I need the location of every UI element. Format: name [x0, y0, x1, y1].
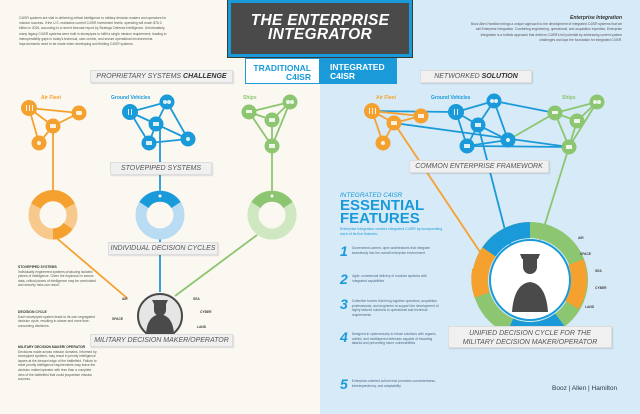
title-line-1: THE ENTERPRISE [250, 12, 390, 29]
common-framework-label: COMMON ENTERPRISE FRAMEWORK [409, 160, 549, 173]
left-nodes [21, 94, 298, 154]
feature-text: Enterprise-oriented culture that promote… [351, 379, 436, 388]
essential-features: INTEGRATED C4ISR ESSENTIAL FEATURES Ente… [340, 192, 450, 237]
unified-cycle [471, 222, 588, 339]
stovepiped-systems-label: STOVEPIPED SYSTEMS [110, 162, 212, 175]
label-light: NETWORKED [434, 73, 482, 80]
note-title: DECISION CYCLE [18, 310, 47, 314]
group-label-air-fleet-right: Air Fleet [376, 95, 397, 101]
domain-air-right: AIR [578, 236, 584, 240]
group-label-ships-right: Ships [562, 95, 576, 101]
traditional-c4isr-tag: TRADITIONAL C4ISR [245, 58, 320, 84]
networked-solution-label: NETWORKED SOLUTION [420, 70, 532, 83]
unified-label-line-2: MILITARY DECISION MAKER/OPERATOR [462, 339, 598, 346]
feature-number: 5 [340, 376, 348, 392]
group-label-ground-vehicles-right: Ground Vehicles [431, 95, 471, 101]
domain-land: LAND [197, 325, 207, 329]
domain-cyber: CYBER [200, 310, 212, 314]
individual-decision-cycles-label: INDIVIDUAL DECISION CYCLES [108, 242, 218, 255]
ef-subtitle: INTEGRATED C4ISR [340, 192, 403, 199]
note-body: Individually engineered systems producin… [18, 269, 96, 288]
group-label-ships: Ships [243, 95, 257, 101]
integrated-c4isr-tag: INTEGRATED C4ISR [320, 58, 397, 84]
right-nodes [364, 93, 605, 155]
booz-allen-hamilton-logo: Booz | Allen | Hamilton [552, 385, 618, 392]
tag-text: C4ISR [330, 70, 356, 81]
feature-text: Collective forums that bring together op… [351, 299, 439, 317]
feature-text: Government-owned, open architectures tha… [351, 246, 430, 255]
domain-air: AIR [122, 297, 128, 301]
feature-number: 2 [340, 271, 348, 287]
intro-text-right: Enterprise Integration Booz Allen Hamilt… [470, 15, 622, 43]
enterprise-integration-body: Booz Allen Hamilton brings a unique appr… [470, 22, 622, 42]
group-label-air-fleet: Air Fleet [41, 95, 62, 101]
note-title: STOVEPIPED SYSTEMS [18, 265, 57, 269]
feature-text: Agile, commercial delivery of modular sy… [352, 274, 427, 283]
tag-text: INTEGRATED [330, 62, 385, 72]
intro-text-left: C4ISR systems are vital in delivering cr… [19, 16, 167, 47]
tag-text: TRADITIONAL [253, 63, 311, 73]
domain-space-right: SPACE [580, 252, 592, 256]
domain-land-right: LAND [585, 305, 595, 309]
enterprise-integration-heading: Enterprise Integration [570, 15, 622, 21]
page-title: THE ENTERPRISE INTEGRATOR [227, 0, 413, 58]
unified-label-line-1: UNIFIED DECISION CYCLE FOR THE [469, 330, 591, 337]
domain-sea-right: SEA [595, 269, 602, 273]
label-bold: CHALLENGE [183, 73, 227, 80]
title-line-2: INTEGRATOR [267, 26, 373, 43]
note-title: MILITARY DECISION MAKER/ OPERATOR [18, 345, 86, 349]
operator-left [137, 293, 183, 339]
domain-cyber-right: CYBER [595, 286, 607, 290]
note-body: Each stovepiped system leads to its own … [18, 314, 95, 328]
feature-2: 2 Agile, commercial delivery of modular s… [340, 271, 440, 287]
ef-lead: Enterprise Integration creates integrate… [340, 227, 443, 236]
proprietary-challenge-label: PROPRIETARY SYSTEMS CHALLENGE [90, 70, 233, 83]
ef-title-2: FEATURES [340, 210, 420, 227]
tag-text: C4ISR [285, 71, 311, 82]
ef-title-1: ESSENTIAL [340, 197, 425, 214]
label-bold: SOLUTION [481, 73, 518, 80]
unified-cycle-label: UNIFIED DECISION CYCLE FOR THE MILITARY … [448, 326, 612, 348]
operator-label: MILITARY DECISION MAKER/OPERATOR [90, 334, 233, 347]
feature-number: 3 [340, 296, 348, 312]
label-light: PROPRIETARY SYSTEMS [96, 73, 184, 80]
note-body: Decisions made across mission domains, i… [18, 349, 97, 382]
domain-space: SPACE [112, 317, 124, 321]
feature-number: 4 [340, 329, 348, 345]
domain-sea: SEA [193, 297, 200, 301]
individual-cycles [28, 190, 297, 240]
group-label-ground-vehicles: Ground Vehicles [111, 95, 151, 101]
feature-number: 1 [340, 243, 348, 259]
feature-text: Designed-in cybersecurity to infuse solu… [351, 332, 437, 346]
